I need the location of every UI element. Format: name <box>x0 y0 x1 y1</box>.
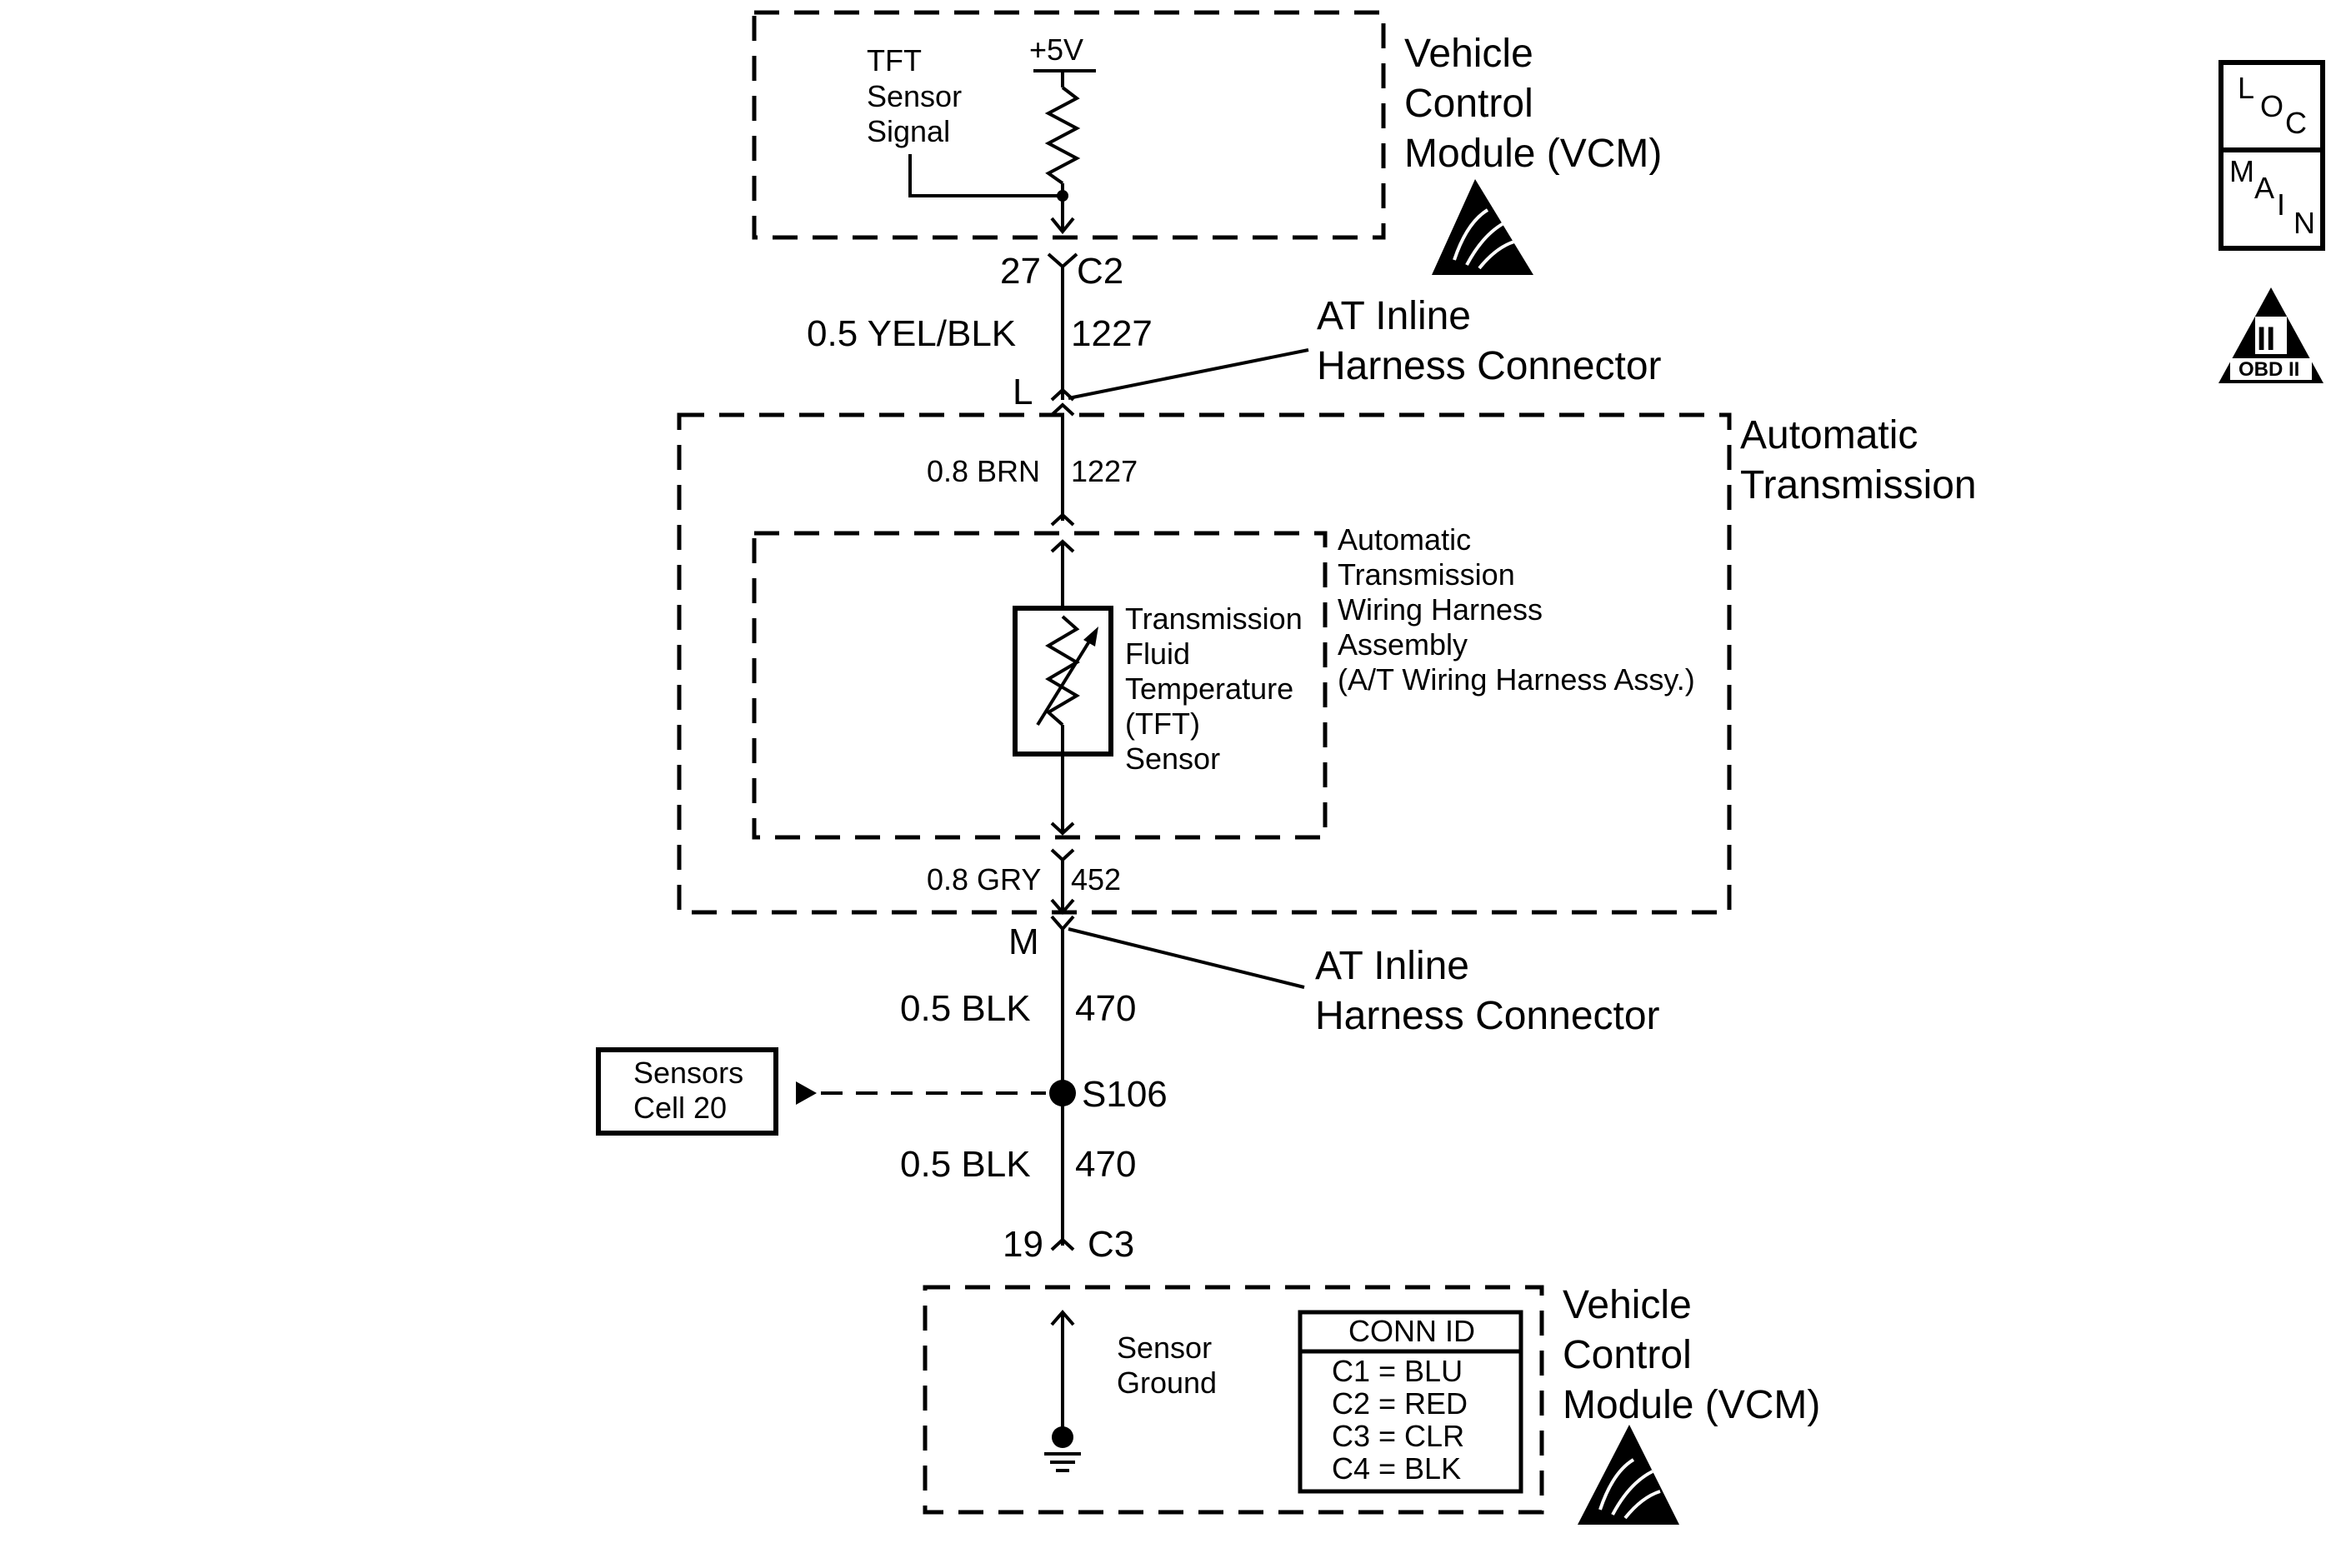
connector-socket-c3 <box>1050 1237 1075 1251</box>
obd-text: OBD II <box>2238 358 2299 381</box>
signal-tap <box>908 154 1063 197</box>
esd-warning-icon-bottom <box>1578 1425 1679 1525</box>
splice-s106-label: S106 <box>1082 1074 1168 1115</box>
harness-connector-top <box>1050 512 1075 527</box>
sensors-ref-label-2: Cell 20 <box>633 1091 727 1125</box>
conn-id-row-1: C1 = BLU <box>1332 1354 1463 1388</box>
harness-connector-bottom <box>1050 848 1075 862</box>
sensor-ground-label-2: Ground <box>1117 1366 1217 1400</box>
wire-mid-gauge: 0.5 BLK <box>900 988 1031 1029</box>
loc-icon[interactable]: L O C <box>2218 60 2325 155</box>
connector-c2: C2 <box>1077 251 1123 292</box>
inline-connector-m-top <box>1050 898 1075 916</box>
obd-numeral: II <box>2257 321 2275 357</box>
conn-id-title: CONN ID <box>1348 1314 1475 1348</box>
wire-low-gauge: 0.5 BLK <box>900 1144 1031 1185</box>
vcm-bottom-boundary <box>923 1285 1544 1515</box>
loc-letter-c: C <box>2285 106 2307 140</box>
vcm-bottom-label-2: Control <box>1563 1333 1692 1377</box>
connector-socket-c2 <box>1047 252 1078 269</box>
inline-l-label-2: Harness Connector <box>1317 344 1662 388</box>
tft-sensor <box>1013 606 1113 757</box>
tft-label-3: Temperature <box>1125 672 1293 706</box>
main-letter-n: N <box>2293 206 2315 240</box>
main-letter-i: I <box>2277 187 2285 222</box>
tft-label-2: Fluid <box>1125 637 1190 671</box>
pin-19: 19 <box>1003 1224 1043 1265</box>
leader-l <box>1068 348 1309 400</box>
harness-label-1: Automatic <box>1338 522 1471 557</box>
vcm-top-boundary <box>752 10 1386 240</box>
reference-arrow-icon <box>796 1081 817 1105</box>
conn-id-row-2: C2 = RED <box>1332 1386 1468 1421</box>
auto-trans-boundary <box>677 412 1732 915</box>
vcm-bottom-label-1: Vehicle <box>1563 1283 1692 1327</box>
ground-arrow <box>1050 1309 1075 1326</box>
loc-letter-o: O <box>2260 89 2283 123</box>
pin-m: M <box>1008 921 1039 962</box>
sensor-ground-label-1: Sensor <box>1117 1331 1212 1365</box>
main-icon[interactable]: M A I N <box>2218 147 2325 251</box>
vcm-top-label-2: Control <box>1404 82 1533 126</box>
vcm-bottom-label-3: Module (VCM) <box>1563 1383 1820 1427</box>
main-letter-a: A <box>2254 171 2274 205</box>
pin-27: 27 <box>1000 251 1041 292</box>
tft-signal-label-3: Signal <box>867 114 950 148</box>
inline-l-label-1: AT Inline <box>1317 294 1471 338</box>
tft-signal-label-2: Sensor <box>867 79 962 113</box>
tft-label-5: Sensor <box>1125 742 1220 776</box>
inline-connector-l-bottom <box>1050 402 1075 417</box>
harness-assy-boundary <box>752 531 1328 840</box>
resistor-icon <box>1044 86 1081 185</box>
vcm-top-module: Vehicle Control Module (VCM) TFT Sensor … <box>752 10 1662 275</box>
harness-label-3: Wiring Harness <box>1338 592 1543 627</box>
inline-m-label-2: Harness Connector <box>1315 994 1660 1038</box>
obd-ii-icon[interactable]: II OBD II <box>2218 287 2323 383</box>
conn-id-row-4: C4 = BLK <box>1332 1451 1461 1486</box>
wire-upper-circuit: 1227 <box>1071 454 1138 488</box>
wire-low-circuit: 470 <box>1075 1144 1136 1185</box>
conn-id-row-3: C3 = CLR <box>1332 1419 1464 1453</box>
vcm-bottom-module: Vehicle Control Module (VCM) Sensor Grou… <box>923 1283 1820 1525</box>
sensors-cell-ref[interactable]: Sensors Cell 20 <box>596 1047 778 1136</box>
connector-c3: C3 <box>1088 1224 1134 1265</box>
inline-m-label-1: AT Inline <box>1315 944 1469 988</box>
wire-mid-circuit: 470 <box>1075 988 1136 1029</box>
supply-5v-label: +5V <box>1029 32 1083 67</box>
sensor-arrow-top <box>1050 539 1075 553</box>
automatic-transmission: Automatic Transmission 0.8 BRN 1227 Auto… <box>677 412 1977 915</box>
sensors-ref-label-1: Sensors <box>633 1056 743 1090</box>
sensors-cell-box[interactable] <box>596 1047 778 1136</box>
harness-label-2: Transmission <box>1338 557 1515 592</box>
tft-label-1: Transmission <box>1125 602 1303 636</box>
main-letter-m: M <box>2229 154 2254 188</box>
vcm-top-label-1: Vehicle <box>1404 32 1533 76</box>
splice-s106-dot <box>1049 1080 1076 1106</box>
tft-signal-label-1: TFT <box>867 43 922 77</box>
harness-label-5: (A/T Wiring Harness Assy.) <box>1338 662 1695 697</box>
leader-m <box>1068 927 1305 989</box>
vcm-top-label-3: Module (VCM) <box>1404 132 1662 176</box>
conn-id-table: CONN ID C1 = BLU C2 = RED C3 = CLR C4 = … <box>1298 1310 1523 1494</box>
connector-arrow-c2 <box>1050 217 1075 235</box>
wire-top-circuit: 1227 <box>1071 313 1153 354</box>
auto-trans-label-2: Transmission <box>1740 463 1977 507</box>
wire-upper-gauge: 0.8 BRN <box>927 454 1040 488</box>
thermistor-icon <box>1036 615 1098 727</box>
pin-l: L <box>1013 372 1033 412</box>
wire-lower-gauge: 0.8 GRY <box>927 862 1041 896</box>
ground-icon <box>1044 1426 1081 1472</box>
tft-label-4: (TFT) <box>1125 707 1200 741</box>
auto-trans-label-1: Automatic <box>1740 413 1918 457</box>
sensor-arrow-bottom <box>1050 821 1075 836</box>
inline-connector-m-bottom <box>1050 915 1075 932</box>
wire-lower-circuit: 452 <box>1071 862 1121 896</box>
harness-label-4: Assembly <box>1338 627 1468 662</box>
esd-warning-icon <box>1432 179 1533 275</box>
loc-letter-l: L <box>2238 71 2254 105</box>
wire-top-gauge: 0.5 YEL/BLK <box>807 313 1016 354</box>
